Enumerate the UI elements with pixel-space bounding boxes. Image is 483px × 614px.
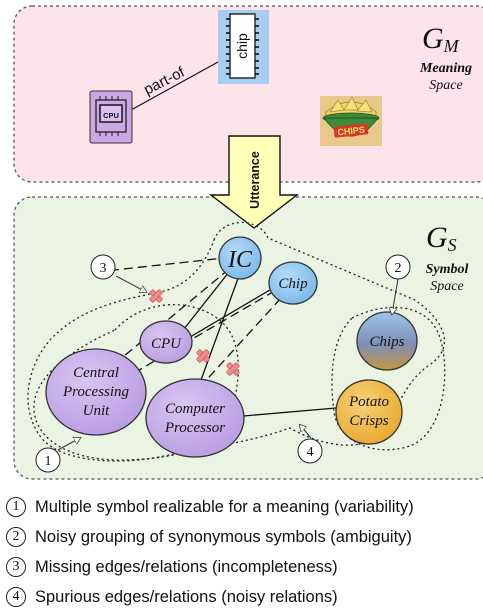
- svg-text:CPU: CPU: [103, 111, 119, 120]
- part-of-edge: [130, 61, 219, 111]
- meaning-space-label-bold: Meaning: [419, 61, 472, 76]
- legend-text: Multiple symbol realizable for a meaning…: [35, 497, 414, 516]
- svg-text:Processor: Processor: [164, 420, 225, 436]
- symbol-space-label-bold: Symbol: [426, 262, 469, 277]
- node-cpu: CPU: [139, 320, 193, 364]
- legend: 1 Multiple symbol realizable for a meani…: [6, 492, 483, 612]
- legend-item: 2 Noisy grouping of synonymous symbols (…: [6, 522, 483, 552]
- legend-item: 3 Missing edges/relations (incompletenes…: [6, 552, 483, 582]
- svg-text:CPU: CPU: [151, 336, 182, 352]
- callout-3: 3: [90, 254, 116, 280]
- cpu-concept-icon: CPU: [89, 90, 133, 144]
- svg-text:Processing: Processing: [62, 384, 130, 400]
- node-central-processing-unit: Central Processing Unit: [45, 348, 147, 436]
- svg-text:Chips: Chips: [369, 334, 404, 350]
- svg-text:Unit: Unit: [83, 403, 111, 419]
- symbol-space-title: GS: [426, 221, 457, 255]
- svg-text:chip: chip: [234, 33, 250, 59]
- legend-text: Missing edges/relations (incompleteness): [35, 557, 338, 576]
- legend-item: 1 Multiple symbol realizable for a meani…: [6, 492, 483, 522]
- node-potato-crisps: Potato Crisps: [335, 379, 403, 445]
- big-group-boundary: [27, 221, 446, 462]
- node-chip: Chip: [268, 261, 318, 305]
- node-chips: Chips: [356, 311, 418, 371]
- svg-text:IC: IC: [227, 247, 253, 273]
- callout-2: 2: [385, 254, 411, 280]
- knowledge-graph-diagram: GM Meaning Space part-of CPU: [13, 5, 483, 480]
- missing-edge-chip-central: [121, 281, 291, 381]
- callout-3-pointer: [115, 275, 146, 292]
- svg-text:2: 2: [395, 261, 402, 276]
- callout-1: 1: [35, 447, 61, 473]
- synonym-group-boundary: [33, 303, 239, 461]
- svg-text:3: 3: [100, 261, 107, 276]
- svg-text:Potato: Potato: [348, 394, 389, 410]
- legend-text: Spurious edges/relations (noisy relation…: [35, 587, 338, 606]
- node-computer-processor: Computer Processor: [145, 378, 245, 458]
- callout-4: 4: [297, 438, 323, 464]
- svg-text:1: 1: [45, 454, 52, 469]
- edge-chip-cpu: [184, 283, 281, 341]
- meaning-space-label: Space: [429, 78, 462, 93]
- callout-2-pointer: [392, 278, 399, 314]
- utterance-label: Utterance: [248, 151, 262, 209]
- symbol-space-label: Space: [430, 279, 463, 294]
- legend-item: 4 Spurious edges/relations (noisy relati…: [6, 582, 483, 612]
- callout-1-pointer: [57, 438, 80, 451]
- svg-text:4: 4: [307, 445, 314, 460]
- svg-text:Chip: Chip: [278, 276, 308, 292]
- svg-text:Computer: Computer: [165, 401, 225, 417]
- legend-text: Noisy grouping of synonymous symbols (am…: [35, 527, 412, 546]
- callout-4-pointer: [300, 425, 312, 439]
- meaning-space-title: GM: [422, 22, 460, 56]
- missing-edge-marks: [149, 289, 240, 376]
- node-ic: IC: [218, 236, 262, 280]
- utterance-arrow: Utterance: [208, 135, 300, 229]
- svg-text:CHIPS: CHIPS: [337, 125, 365, 138]
- svg-text:Crisps: Crisps: [349, 413, 388, 429]
- svg-text:Central: Central: [73, 365, 119, 381]
- noisy-group-boundary: [331, 306, 446, 451]
- legend-number: 4: [6, 587, 26, 607]
- legend-number: 1: [6, 497, 26, 517]
- legend-number: 2: [6, 527, 26, 547]
- legend-number: 3: [6, 557, 26, 577]
- missing-edge-ic-central-top: [95, 257, 225, 273]
- missing-edge-chip-computer: [189, 285, 293, 399]
- chip-concept-icon: chip: [218, 10, 269, 84]
- chips-bowl-icon: CHIPS: [320, 96, 382, 146]
